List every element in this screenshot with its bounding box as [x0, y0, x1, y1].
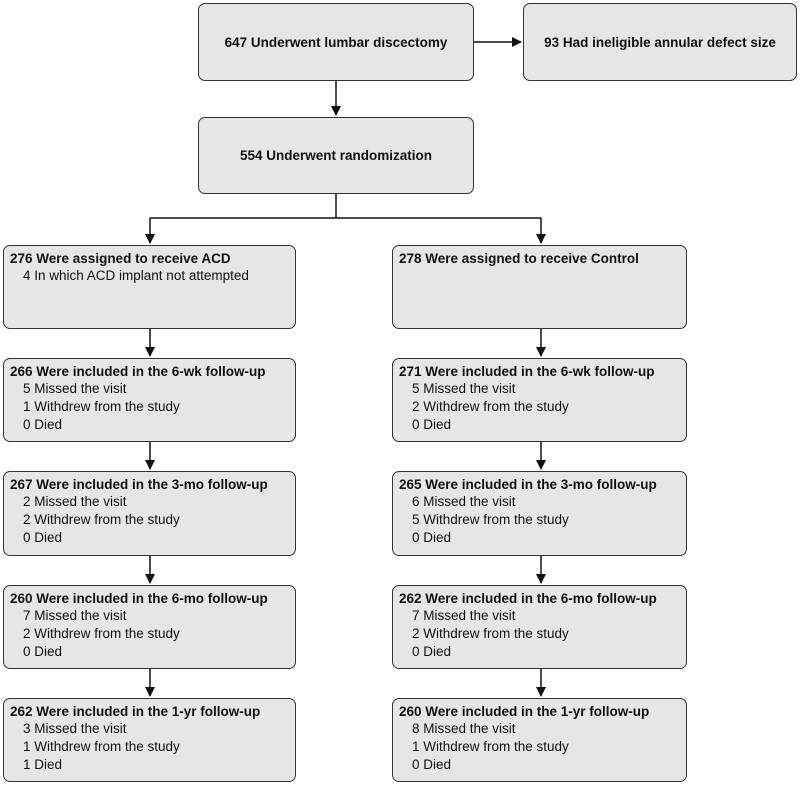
acd-6mo-missed: 7 Missed the visit — [23, 608, 127, 623]
acd-3mo-died: 0 Died — [23, 530, 63, 545]
control-6wk-box: 271 Were included in the 6-wk follow-up … — [392, 358, 687, 442]
ineligible-box: 93 Had ineligible annular defect size — [523, 3, 797, 81]
control-3mo-title: 265 Were included in the 3-mo follow-up — [399, 477, 657, 492]
control-1yr-withdrew: 1 Withdrew from the study — [412, 739, 569, 754]
control-6mo-missed: 7 Missed the visit — [412, 608, 516, 623]
acd-1yr-title: 262 Were included in the 1-yr follow-up — [10, 704, 261, 719]
control-6wk-died: 0 Died — [412, 417, 452, 432]
control-3mo-box: 265 Were included in the 3-mo follow-up … — [392, 471, 687, 556]
control-6wk-title: 271 Were included in the 6-wk follow-up — [399, 364, 655, 379]
acd-6mo-withdrew: 2 Withdrew from the study — [23, 626, 180, 641]
acd-6wk-title: 266 Were included in the 6-wk follow-up — [10, 364, 266, 379]
control-6mo-title: 262 Were included in the 6-mo follow-up — [399, 591, 657, 606]
randomization-box: 554 Underwent randomization — [198, 117, 474, 194]
acd-6mo-box: 260 Were included in the 6-mo follow-up … — [3, 585, 296, 669]
discectomy-text: 647 Underwent lumbar discectomy — [224, 34, 448, 50]
control-assigned-title: 278 Were assigned to receive Control — [399, 251, 639, 266]
acd-6wk-box: 266 Were included in the 6-wk follow-up … — [3, 358, 296, 442]
control-1yr-title: 260 Were included in the 1-yr follow-up — [399, 704, 650, 719]
control-6mo-died: 0 Died — [412, 644, 452, 659]
control-6mo-withdrew: 2 Withdrew from the study — [412, 626, 569, 641]
control-6mo-box: 262 Were included in the 6-mo follow-up … — [392, 585, 687, 669]
acd-6mo-died: 0 Died — [23, 644, 63, 659]
acd-1yr-died: 1 Died — [23, 757, 63, 772]
acd-not-attempted: 4 In which ACD implant not attempted — [23, 268, 249, 283]
acd-3mo-title: 267 Were included in the 3-mo follow-up — [10, 477, 268, 492]
control-1yr-missed: 8 Missed the visit — [412, 721, 516, 736]
acd-6wk-died: 0 Died — [23, 417, 63, 432]
acd-assigned-box: 276 Were assigned to receive ACD 4 In wh… — [3, 245, 296, 329]
acd-6mo-title: 260 Were included in the 6-mo follow-up — [10, 591, 268, 606]
control-assigned-box: 278 Were assigned to receive Control — [392, 245, 687, 329]
acd-1yr-withdrew: 1 Withdrew from the study — [23, 739, 180, 754]
acd-3mo-box: 267 Were included in the 3-mo follow-up … — [3, 471, 296, 556]
discectomy-box: 647 Underwent lumbar discectomy — [198, 3, 474, 81]
control-6wk-missed: 5 Missed the visit — [412, 381, 516, 396]
acd-3mo-missed: 2 Missed the visit — [23, 494, 127, 509]
acd-6wk-withdrew: 1 Withdrew from the study — [23, 399, 180, 414]
control-3mo-missed: 6 Missed the visit — [412, 494, 516, 509]
control-3mo-died: 0 Died — [412, 530, 452, 545]
control-3mo-withdrew: 5 Withdrew from the study — [412, 512, 569, 527]
acd-3mo-withdrew: 2 Withdrew from the study — [23, 512, 180, 527]
acd-assigned-title: 276 Were assigned to receive ACD — [10, 251, 231, 266]
randomization-text: 554 Underwent randomization — [239, 148, 433, 163]
control-1yr-box: 260 Were included in the 1-yr follow-up … — [392, 698, 687, 782]
acd-1yr-box: 262 Were included in the 1-yr follow-up … — [3, 698, 296, 782]
control-1yr-died: 0 Died — [412, 757, 452, 772]
control-6wk-withdrew: 2 Withdrew from the study — [412, 399, 569, 414]
acd-1yr-missed: 3 Missed the visit — [23, 721, 127, 736]
ineligible-text: 93 Had ineligible annular defect size — [544, 34, 776, 50]
acd-6wk-missed: 5 Missed the visit — [23, 381, 127, 396]
